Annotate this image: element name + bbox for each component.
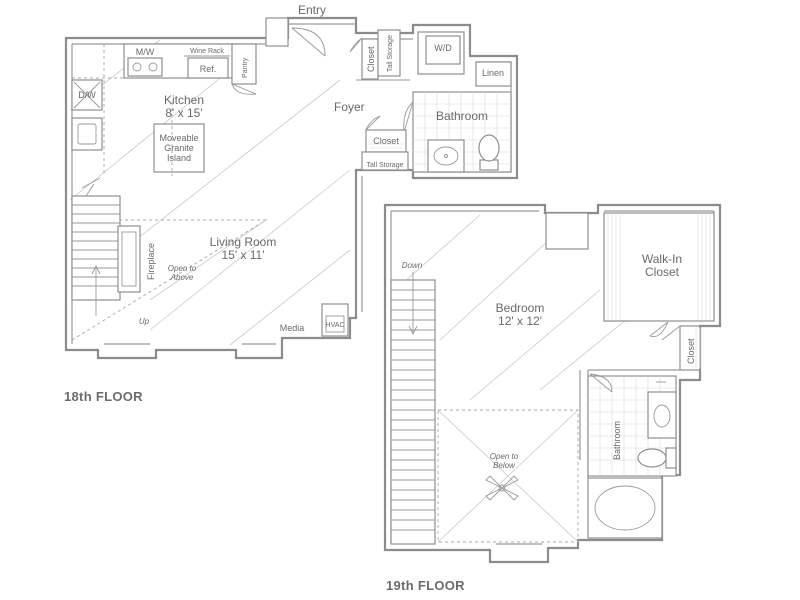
burner xyxy=(132,62,142,72)
toilet-bowl xyxy=(478,134,500,162)
pantry-label: Pantry xyxy=(242,57,249,78)
tall-storage-top-label: Tall Storage xyxy=(387,35,394,72)
open-above-label-1: Open to xyxy=(168,264,197,273)
floor-18-label: 18th FLOOR xyxy=(64,389,143,404)
living-room-label: Living Room xyxy=(210,235,277,249)
bathtub-basin xyxy=(594,485,656,531)
fireplace-box xyxy=(117,225,141,293)
island-label-1: Moveable xyxy=(159,133,198,143)
floor-19-plan xyxy=(383,203,722,564)
ceiling-fan-icon xyxy=(485,475,519,501)
open-below-diag xyxy=(437,409,579,543)
fireplace-label: Fireplace xyxy=(146,243,156,280)
hvac-label: HVAC xyxy=(326,322,345,329)
bathroom-18-label: Bathroom xyxy=(436,109,488,123)
granite-island xyxy=(153,123,205,173)
open-below-label-2: Below xyxy=(493,461,516,470)
closet-foyer-label: Closet xyxy=(373,136,399,146)
stair-break xyxy=(81,177,101,197)
floor-18-plan xyxy=(64,16,519,360)
wd-label: W/D xyxy=(434,43,452,53)
up-label: Up xyxy=(139,317,150,326)
wall-pillar xyxy=(265,17,289,47)
pantry xyxy=(231,43,257,85)
kitchen-sink xyxy=(71,117,103,151)
bath-19-door xyxy=(589,373,613,393)
wine-rack-label: Wine Rack xyxy=(190,48,224,55)
stair-down-arrow-head xyxy=(408,325,418,336)
floor-19-label: 19th FLOOR xyxy=(386,578,465,593)
foyer-closet-door xyxy=(365,115,381,131)
bath-18-door xyxy=(403,101,414,133)
stair-up-treads xyxy=(72,204,120,287)
washer-dryer xyxy=(425,35,461,65)
burner xyxy=(148,62,158,72)
tall-storage-top xyxy=(377,29,401,77)
bath-18-drain xyxy=(444,154,448,158)
foyer-closet-rail xyxy=(368,143,404,149)
entry-label: Entry xyxy=(298,3,326,17)
bath-19-toilet-bowl xyxy=(637,448,667,468)
tall-storage-bottom-label: Tall Storage xyxy=(367,162,404,169)
bedroom-closet-rail xyxy=(695,328,701,368)
bath-19-sink xyxy=(653,404,671,428)
island-label-2: Granite xyxy=(164,143,194,153)
bedroom-size: 12' x 12' xyxy=(498,314,542,328)
open-above-label-2: Above xyxy=(170,273,194,282)
mw-label: M/W xyxy=(136,47,155,57)
bath-19-vanity xyxy=(647,391,677,439)
tall-storage-bottom xyxy=(361,151,409,171)
closet-bed-label: Closet xyxy=(686,338,696,364)
bedroom-label: Bedroom xyxy=(496,301,545,315)
walk-in-label-1: Walk-In xyxy=(642,252,682,266)
walk-in-rail-left xyxy=(607,213,621,320)
bedroom-closet-door xyxy=(661,325,681,341)
stair-down-treads xyxy=(391,289,435,531)
fireplace-inner xyxy=(121,231,137,287)
open-below-label-1: Open to xyxy=(490,452,519,461)
open-above-line xyxy=(149,219,267,301)
linen-label: Linen xyxy=(482,68,504,78)
entry-closet-door xyxy=(349,37,363,53)
floor-19-exterior-wall xyxy=(383,203,722,564)
bathtub xyxy=(587,477,663,539)
closet-entry-label: Closet xyxy=(366,46,376,72)
walk-in-closet xyxy=(603,212,715,322)
floor-18-exterior-wall xyxy=(64,16,519,360)
wall-column xyxy=(545,212,589,250)
bath-19-toilet-tank xyxy=(665,447,677,469)
kitchen-size: 8' x 15' xyxy=(165,106,202,120)
down-label: Down xyxy=(402,261,423,270)
pantry-door xyxy=(231,83,257,95)
media-label: Media xyxy=(280,323,305,333)
bath-18-sink xyxy=(433,146,459,166)
bath-18-sink-counter xyxy=(427,139,465,173)
bathroom-19-label: Bathroom xyxy=(612,421,622,460)
kitchen-label: Kitchen xyxy=(164,93,204,107)
open-below-outline xyxy=(437,409,579,543)
entry-door xyxy=(291,27,326,57)
foyer-label: Foyer xyxy=(334,100,365,114)
hvac-inner xyxy=(325,315,345,333)
walk-in-label-2: Closet xyxy=(645,265,680,279)
linen-shelf xyxy=(475,61,512,87)
living-room-size: 15' x 11' xyxy=(221,248,264,262)
cooktop xyxy=(127,57,163,77)
island-label-3: Island xyxy=(167,153,191,163)
floor-18-hatch xyxy=(69,39,351,346)
refrigerator xyxy=(187,57,229,79)
dishwasher-x xyxy=(73,81,101,109)
ref-label: Ref. xyxy=(200,64,217,74)
stair-arrow-head xyxy=(91,264,101,275)
kitchen-sink-basin xyxy=(77,123,97,145)
dw-label: D/W xyxy=(78,90,96,100)
walk-in-rail-right xyxy=(697,213,711,320)
walk-in-door xyxy=(649,321,669,338)
